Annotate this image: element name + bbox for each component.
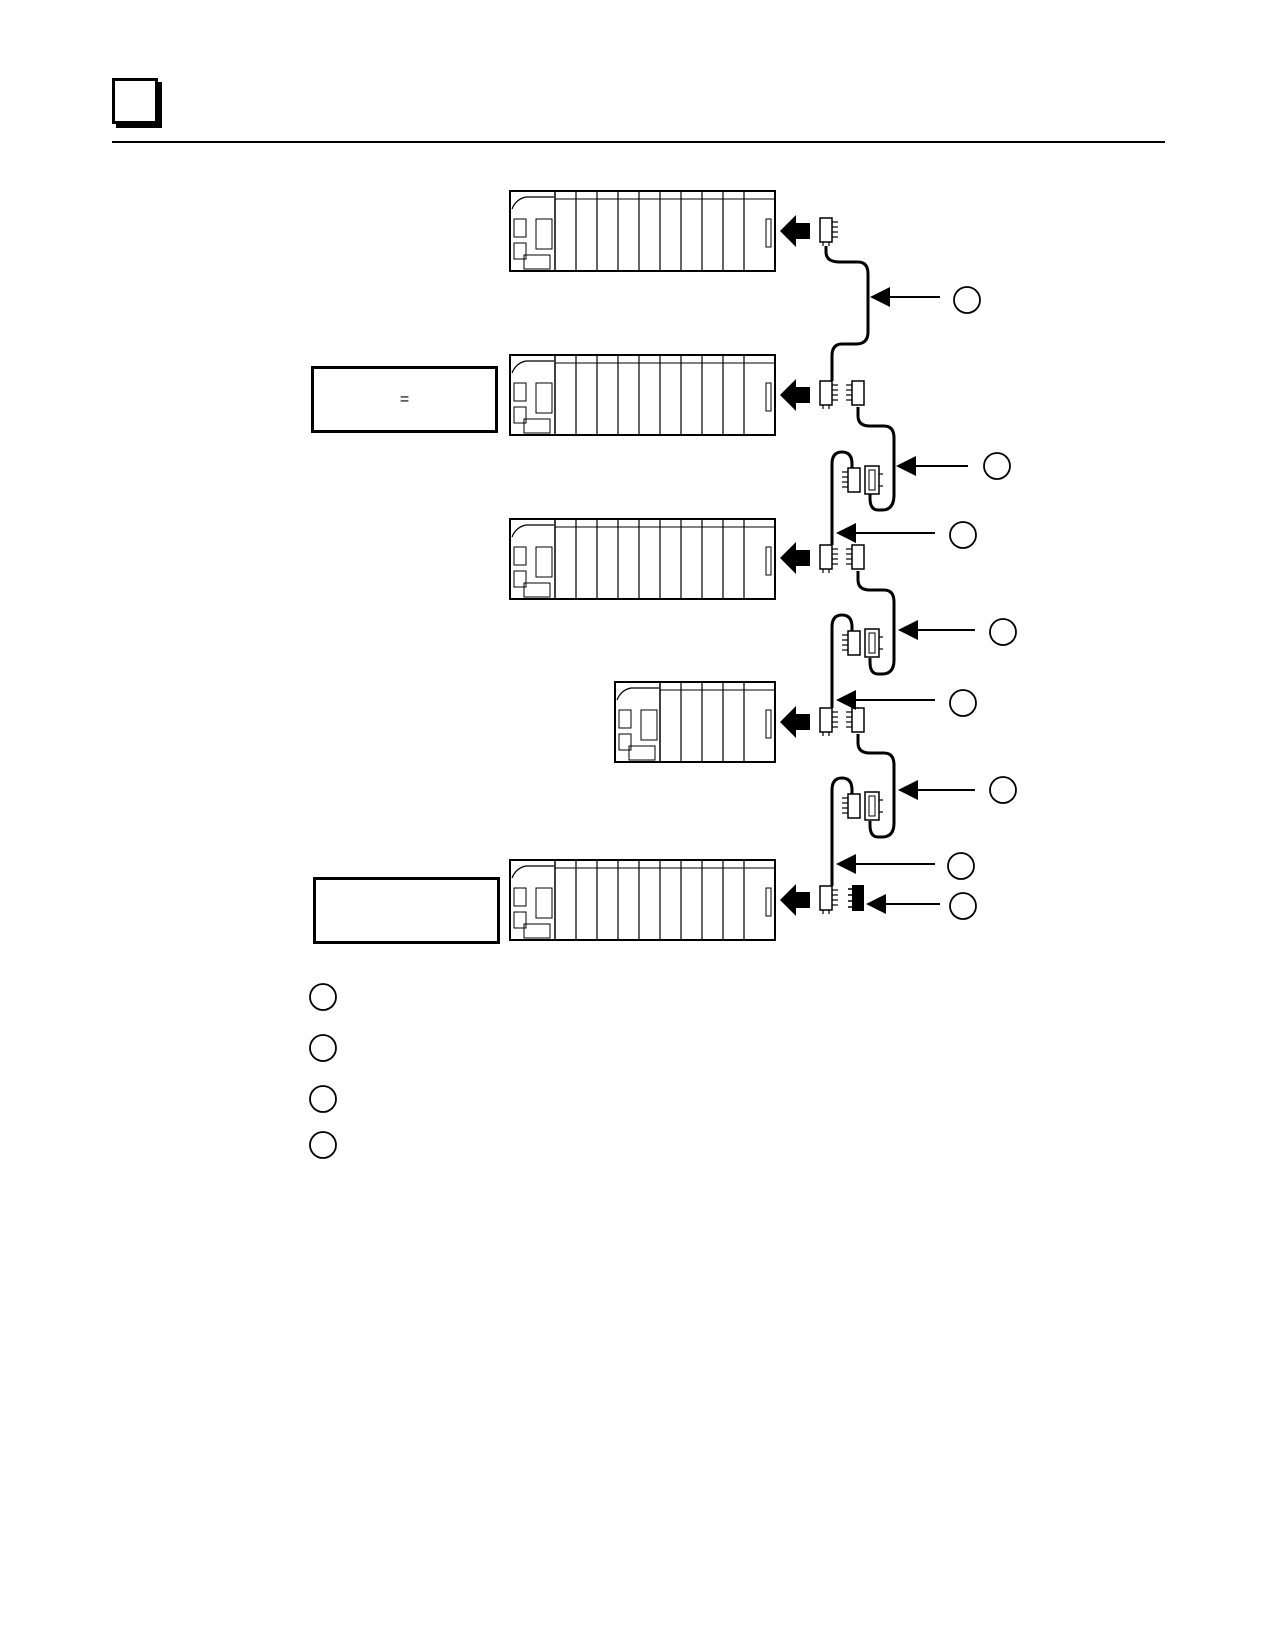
legend-item-4 <box>309 1131 337 1159</box>
callout-5 <box>949 689 977 717</box>
header-rule <box>112 141 1165 143</box>
callout-8 <box>949 892 977 920</box>
legend-item-3 <box>309 1085 337 1113</box>
callout-leaders <box>836 287 975 914</box>
terminator-plug-icon <box>852 885 864 911</box>
callout-circles <box>947 286 1017 920</box>
callout-2 <box>983 452 1011 480</box>
note-box-2 <box>313 877 500 944</box>
callout-6 <box>989 776 1017 804</box>
legend-item-2 <box>309 1034 337 1062</box>
legend-item-1 <box>309 983 337 1011</box>
callout-3 <box>949 521 977 549</box>
legend-circles <box>309 983 337 1159</box>
callout-7 <box>947 852 975 880</box>
note-box-1: = <box>311 366 498 433</box>
rack-5 <box>509 859 864 941</box>
page-tab-icon <box>112 78 158 124</box>
rack-4 <box>614 681 865 763</box>
expansion-cables <box>824 246 896 886</box>
cable-plugs <box>841 465 884 821</box>
note-box-1-text: = <box>399 390 410 408</box>
rack-3 <box>509 518 865 600</box>
rack-2 <box>509 354 865 436</box>
callout-4 <box>989 618 1017 646</box>
rack-1 <box>509 190 839 272</box>
callout-1 <box>953 286 981 314</box>
